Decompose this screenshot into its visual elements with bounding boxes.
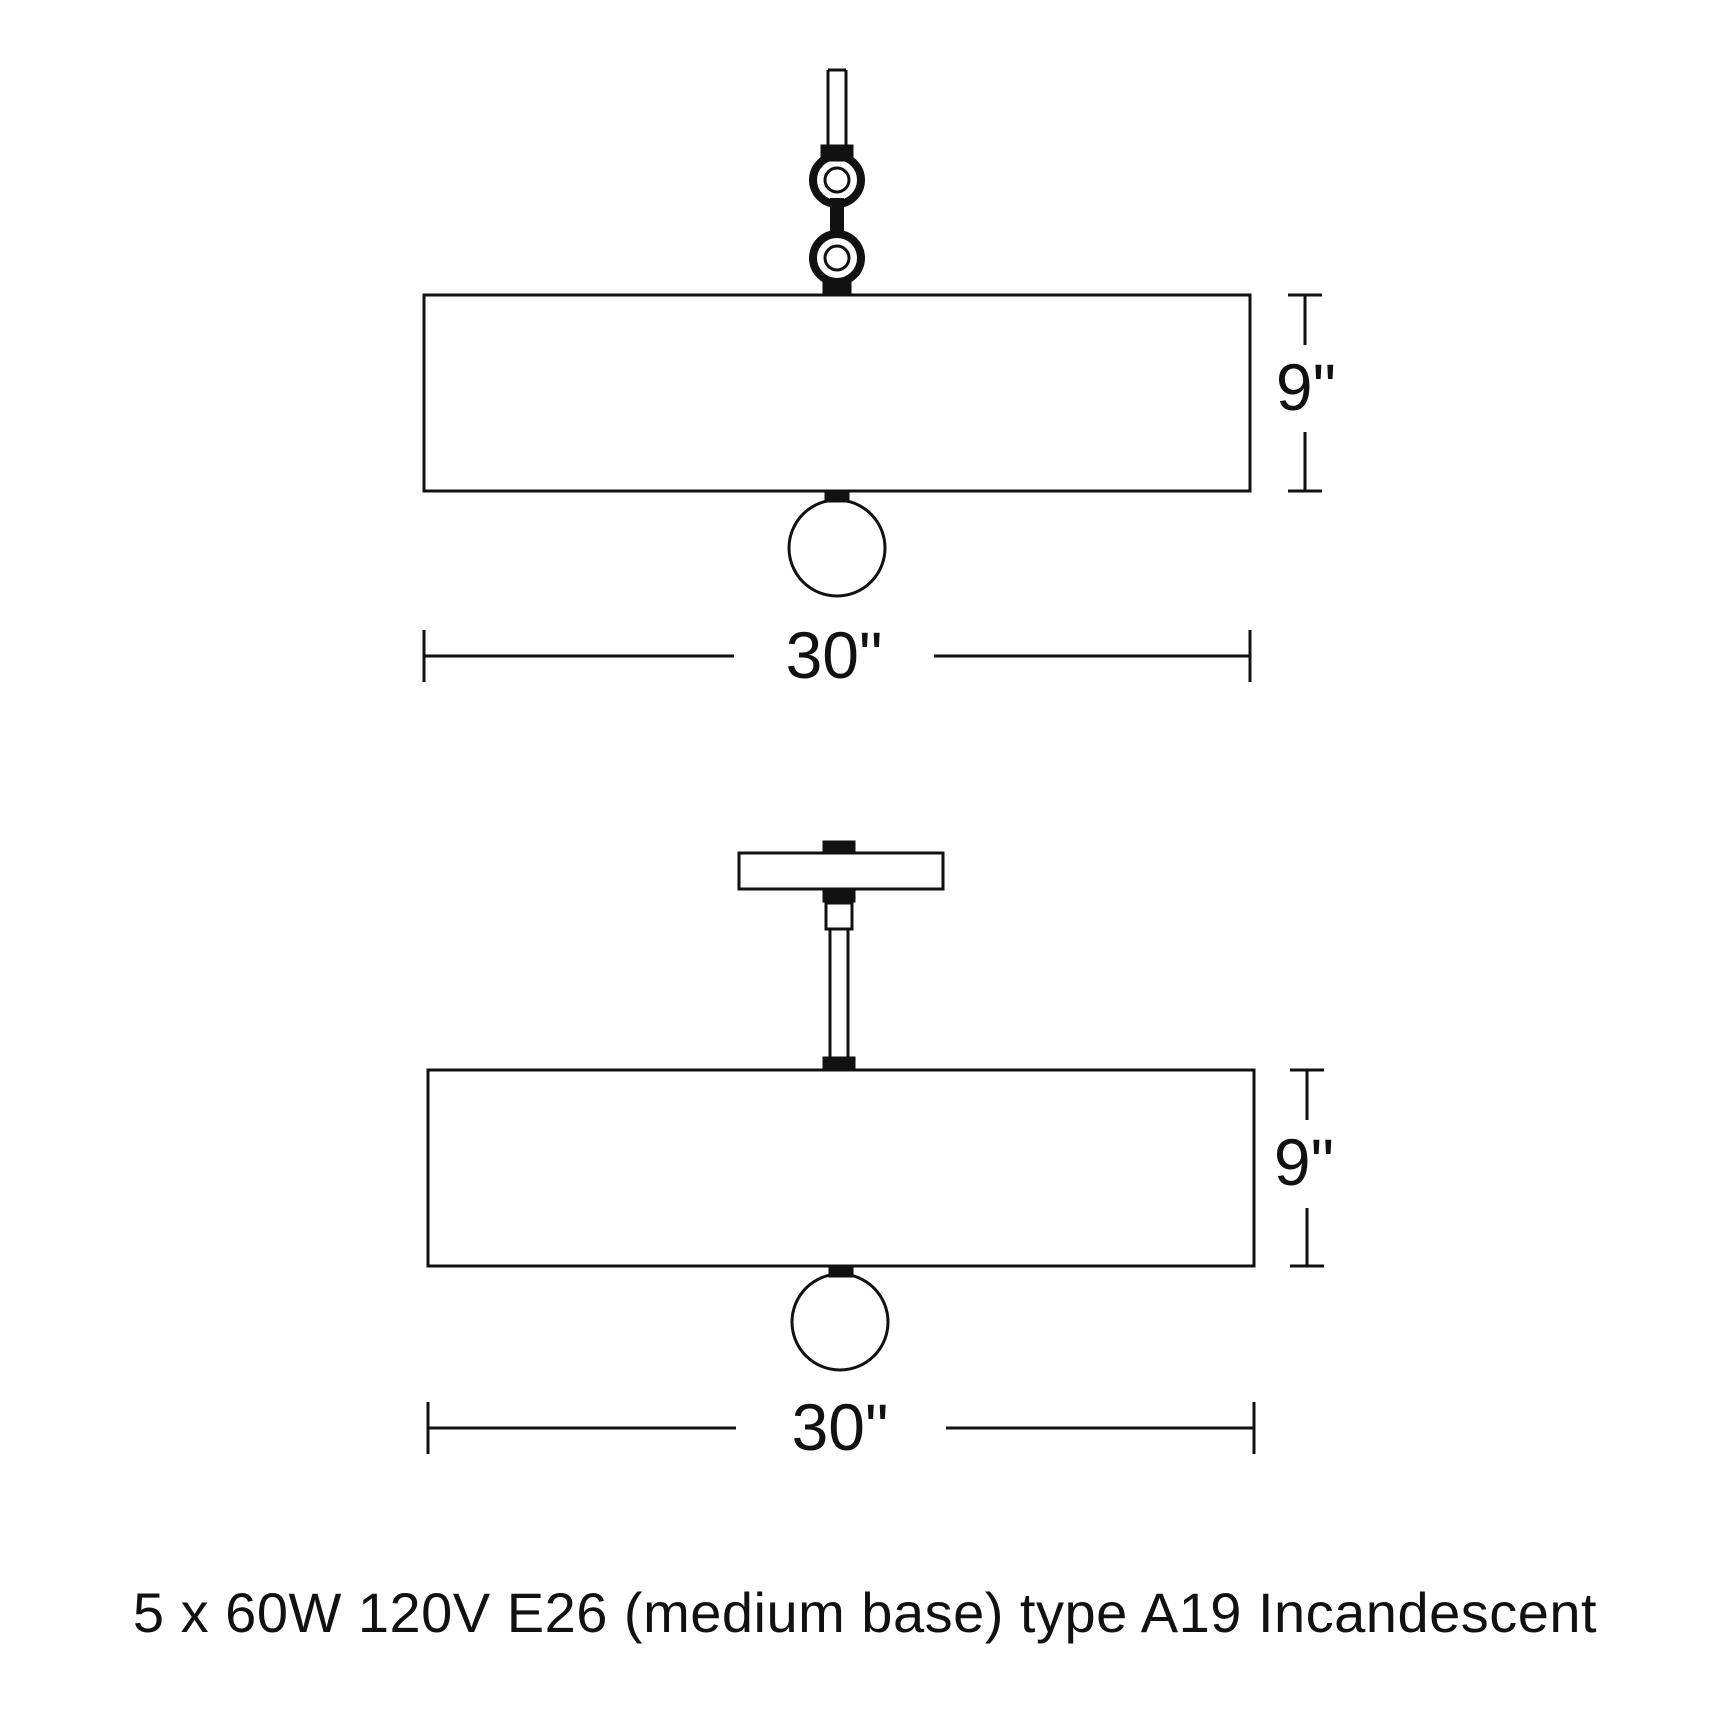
drum-shade [426,1068,1256,1268]
width-label-1: 30" [786,618,883,692]
suspension-rod [820,68,854,162]
height-label-1: 9" [1276,350,1336,424]
height-dimension-1 [1288,293,1322,493]
lamp-spec-caption: 5 x 60W 120V E26 (medium base) type A19 … [132,1581,1598,1644]
drum-shade [422,293,1252,493]
view-semi-flush [426,840,1324,1454]
width-dimension-2 [426,1402,1256,1454]
height-label-2: 9" [1274,1125,1334,1199]
width-dimension-1 [422,630,1252,682]
ceiling-canopy [737,840,945,903]
width-label-2: 30" [792,1390,889,1464]
chain-icon [809,152,865,296]
height-dimension-2 [1290,1068,1324,1268]
finial-ball-icon [790,1264,890,1372]
finial-ball-icon [787,489,887,598]
view-chain-hung [422,68,1322,682]
stem-rod [822,901,856,1072]
